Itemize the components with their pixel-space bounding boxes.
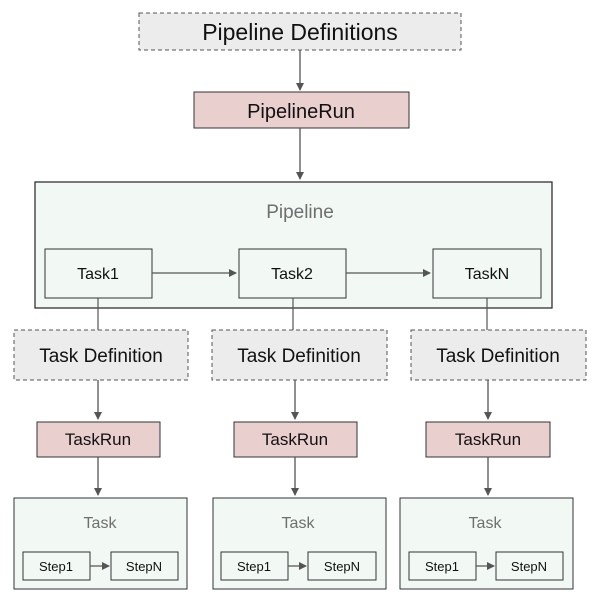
task-label: Task2 <box>271 266 313 283</box>
pipeline-task-2: Task2 <box>238 248 347 299</box>
taskrun-label: TaskRun <box>262 430 328 449</box>
step-1-box <box>220 551 289 581</box>
step-n-box <box>110 551 179 581</box>
task-label: TaskN <box>465 266 509 283</box>
pipeline-run-node: PipelineRun <box>193 91 410 129</box>
taskrun-node-3: TaskRun <box>425 421 551 458</box>
step-n-label: StepN <box>126 559 162 574</box>
task-title: Task <box>84 515 118 532</box>
task-title: Task <box>469 515 503 532</box>
taskrun-node-2: TaskRun <box>233 421 358 458</box>
step-1-label: Step1 <box>425 559 459 574</box>
taskrun-label: TaskRun <box>65 430 131 449</box>
task-label: Task1 <box>77 266 119 283</box>
task-definition-label: Task Definition <box>436 346 560 367</box>
step-n-box <box>495 551 564 581</box>
task-container-2: Task Step1 StepN <box>212 497 387 590</box>
pipeline-title: Pipeline <box>266 202 334 223</box>
task-definition-label: Task Definition <box>39 346 163 367</box>
pipeline-run-label: PipelineRun <box>247 101 355 123</box>
task-container-3: Task Step1 StepN <box>399 497 574 590</box>
taskrun-label: TaskRun <box>455 430 521 449</box>
pipeline-task-n: TaskN <box>432 248 542 299</box>
pipeline-task-1: Task1 <box>44 248 153 299</box>
pipeline-definitions-node: Pipeline Definitions <box>138 12 462 51</box>
step-n-box <box>307 551 377 581</box>
taskrun-node-1: TaskRun <box>36 421 161 458</box>
task-container-1: Task Step1 StepN <box>13 497 188 590</box>
pipeline-definitions-label: Pipeline Definitions <box>202 19 398 45</box>
step-n-label: StepN <box>511 559 547 574</box>
task-definition-node-2: Task Definition <box>211 329 388 381</box>
step-n-label: StepN <box>324 559 360 574</box>
task-definition-node-3: Task Definition <box>410 329 587 381</box>
task-title: Task <box>282 515 316 532</box>
task-definition-label: Task Definition <box>237 346 361 367</box>
task-definition-node-1: Task Definition <box>13 329 189 381</box>
step-1-label: Step1 <box>39 559 73 574</box>
step-1-label: Step1 <box>237 559 271 574</box>
